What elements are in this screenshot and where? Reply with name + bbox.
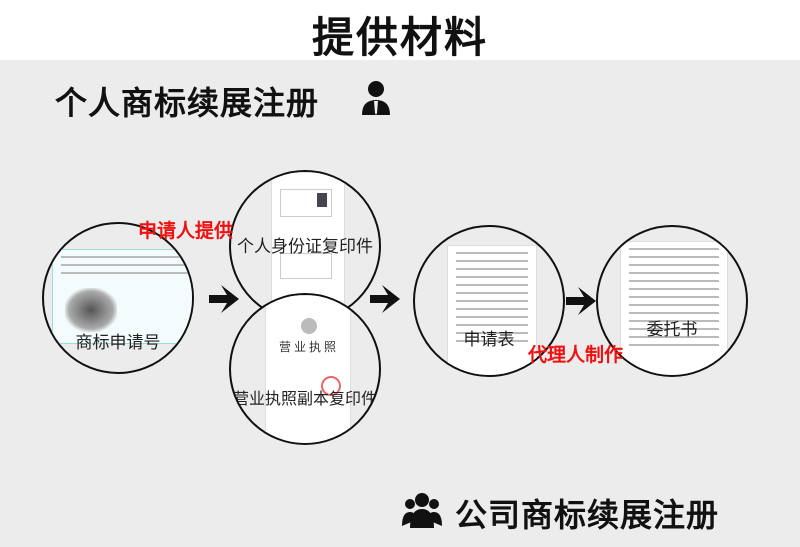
material-application-form: 申请表 (413, 225, 565, 377)
material-business-license-copy: 营业执照 营业执照副本复印件 (229, 293, 381, 445)
page-title: 提供材料 (311, 13, 488, 62)
note-applicant-provides: 申请人提供 (138, 220, 234, 242)
material-trademark-application-number: 商标申请号 (42, 222, 194, 374)
arrow-right-icon (370, 285, 400, 313)
arrow-right-icon (566, 287, 596, 315)
trademark-image (65, 288, 117, 332)
group-icon (402, 493, 442, 528)
note-agent-prepares: 代理人制作 (528, 344, 624, 366)
material-label: 个人身份证复印件 (237, 237, 373, 257)
arrow-right-icon (209, 285, 239, 313)
material-label: 委托书 (646, 320, 698, 340)
material-label: 申请表 (463, 330, 515, 350)
title-band (0, 0, 800, 60)
person-icon (362, 81, 390, 115)
section-heading-company: 公司商标续展注册 (455, 496, 720, 534)
material-label: 商标申请号 (75, 333, 161, 353)
material-power-of-attorney: 委托书 (596, 225, 748, 377)
material-label: 营业执照副本复印件 (232, 389, 377, 408)
section-heading-personal: 个人商标续展注册 (55, 84, 320, 122)
